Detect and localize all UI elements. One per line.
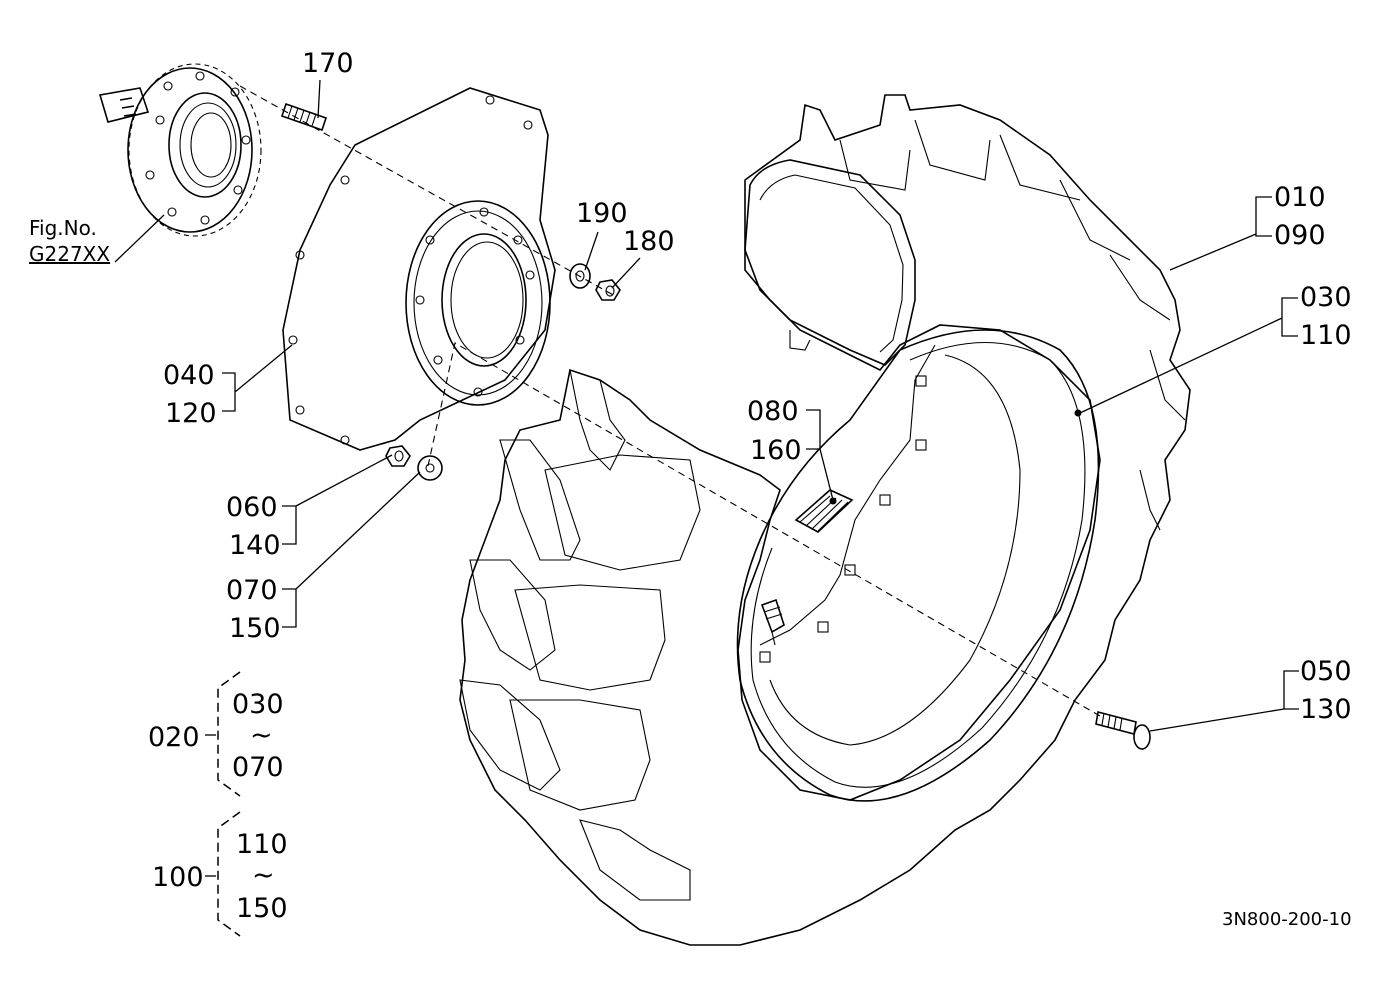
- wheel-disc: [282, 87, 556, 451]
- group-020-tilde: ~: [250, 720, 273, 751]
- callout-140: 140: [229, 530, 281, 561]
- callout-120: 120: [165, 398, 217, 429]
- figure-ref-line1: Fig.No.: [29, 216, 97, 240]
- group-020-from: 030: [232, 689, 284, 720]
- group-100-to: 150: [236, 893, 288, 924]
- washer-070: [417, 455, 443, 481]
- callout-180: 180: [623, 226, 675, 257]
- rim: [736, 329, 1100, 802]
- callout-060: 060: [226, 492, 278, 523]
- callout-070: 070: [226, 575, 278, 606]
- group-100-id: 100: [152, 862, 204, 893]
- drawing-number: 3N800-200-10: [1222, 909, 1352, 930]
- nut-180: [595, 279, 621, 301]
- callout-130: 130: [1300, 694, 1352, 725]
- caution-label-plate: [794, 489, 854, 533]
- leader-lines: [114, 79, 1299, 937]
- group-100-from: 110: [236, 829, 288, 860]
- group-020-to: 070: [232, 752, 284, 783]
- figure-ref-line2: G227XX: [29, 242, 110, 266]
- washer-190: [569, 263, 591, 289]
- assembly-center-lines: [239, 85, 1101, 717]
- callout-010: 010: [1274, 182, 1326, 213]
- callout-080: 080: [747, 396, 799, 427]
- valve: [760, 598, 785, 646]
- group-020-id: 020: [148, 722, 200, 753]
- callout-050: 050: [1300, 656, 1352, 687]
- callout-110: 110: [1300, 320, 1352, 351]
- callout-160: 160: [750, 435, 802, 466]
- tire: [459, 94, 1191, 946]
- bolt-050: [1095, 711, 1151, 750]
- axle-hub-flange: [98, 63, 262, 237]
- callout-090: 090: [1274, 220, 1326, 251]
- callout-040: 040: [163, 360, 215, 391]
- callout-170: 170: [302, 48, 354, 79]
- callout-190: 190: [576, 198, 628, 229]
- nut-060: [385, 445, 411, 467]
- callout-150: 150: [229, 613, 281, 644]
- group-100-tilde: ~: [252, 860, 275, 891]
- stud-bolt-170: [280, 102, 328, 132]
- callout-030: 030: [1300, 282, 1352, 313]
